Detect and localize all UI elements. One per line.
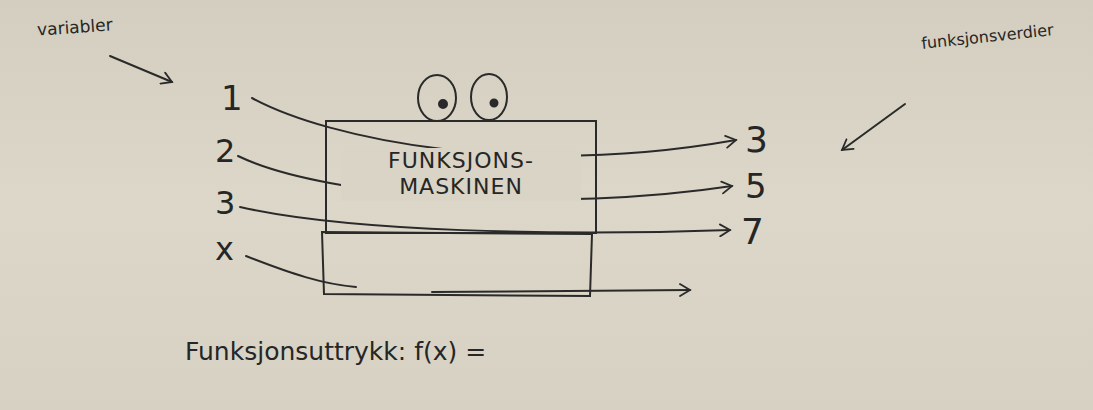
value-label: 5 [742,168,770,205]
machine-box: FUNKSJONS- MASKINEN [325,120,597,234]
value-label: 1 [218,80,246,117]
value-label: 2 [212,134,238,169]
pupil [439,100,447,108]
annotation: variabler [33,15,116,39]
machine-title: FUNKSJONS- MASKINEN [341,148,581,201]
annotation: funksjonsverdier [917,21,1057,53]
value-label: 7 [738,212,767,252]
leader-arrow [110,56,172,82]
mapping-curve [246,256,356,287]
lower-box [322,232,592,296]
value-label: 3 [212,186,238,221]
eye [418,75,456,121]
mapping-curve [432,290,690,292]
value-label: 3 [742,120,771,160]
value-label: x [212,232,237,267]
expression-label: Funksjonsuttrykk: f(x) = [182,338,489,366]
pupil [491,100,498,107]
mapping-curve [240,207,730,232]
leader-arrow [842,104,905,150]
eye [471,74,507,120]
